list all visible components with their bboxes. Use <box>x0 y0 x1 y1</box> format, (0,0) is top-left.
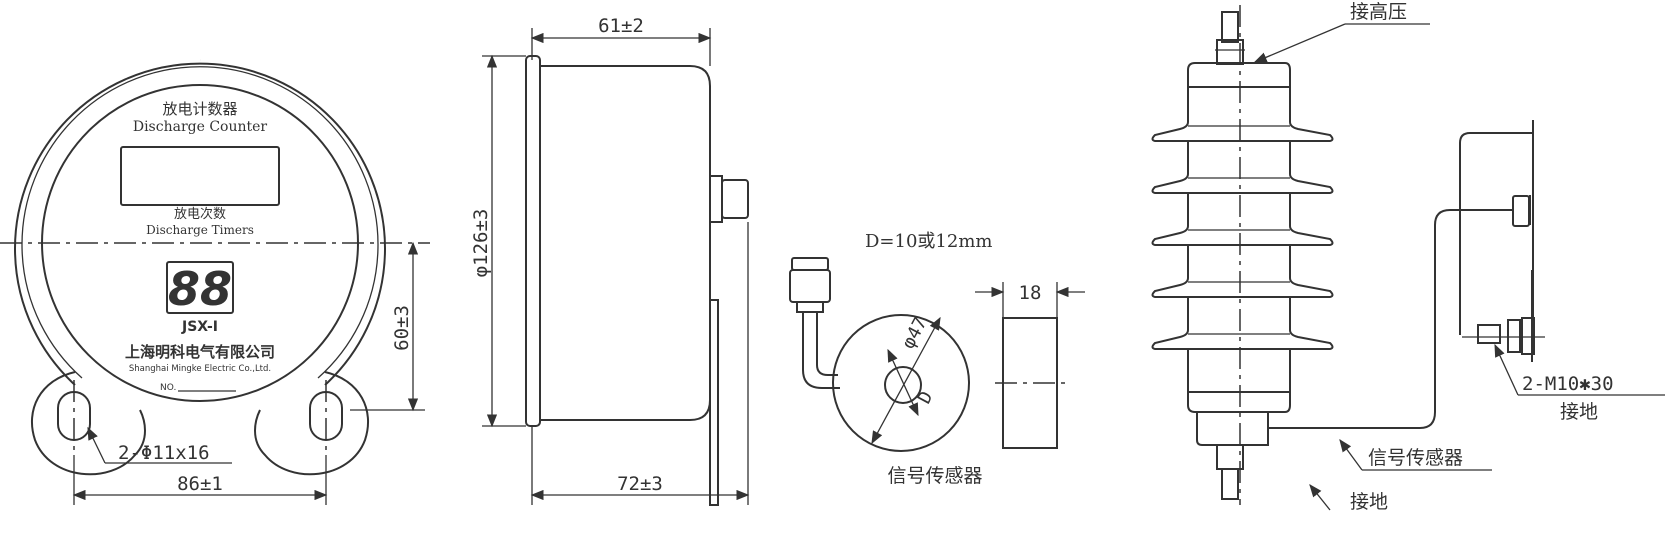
label-sensor: 信号传感器 <box>1368 447 1463 469</box>
sensor-dim-thickness: 18 <box>1019 282 1042 304</box>
sensor-dim-hole: D <box>914 388 938 407</box>
label-high-voltage: 接高压 <box>1350 1 1407 23</box>
sensor-label: 信号传感器 <box>887 465 982 487</box>
model-label: JSX-I <box>181 319 218 335</box>
arrester-sheds <box>1151 87 1334 350</box>
count-en: Discharge Timers <box>146 223 254 237</box>
serial-label: NO. <box>160 383 176 393</box>
label-ground: 接地 <box>1350 491 1388 513</box>
digit-display <box>166 261 234 314</box>
dim-height: 60±3 <box>391 305 413 351</box>
label-bolt-ground: 接地 <box>1560 401 1598 423</box>
front-view: 放电计数器 Discharge Counter 放电次数 Discharge T… <box>0 62 430 505</box>
dim-diameter: φ126±3 <box>470 209 492 278</box>
sensor-view: D=10或12mm φ47 D 信号传感器 18 <box>789 231 1085 487</box>
label-bolt: 2-M10✱30 <box>1522 373 1614 395</box>
side-view: 61±2 72±3 φ126±3 <box>470 15 750 506</box>
count-cn: 放电次数 <box>174 206 226 222</box>
sensor-note: D=10或12mm <box>865 231 992 252</box>
installation-view: 接高压 信号传感器 接地 2-M10✱30 接地 <box>1151 1 1665 513</box>
title-cn: 放电计数器 <box>162 100 237 118</box>
dim-holes: 2-Φ11x16 <box>118 442 210 464</box>
display-digits: 88 <box>168 262 232 316</box>
company-en: Shanghai Mingke Electric Co.,Ltd. <box>129 364 271 374</box>
dim-width: 86±1 <box>177 473 223 495</box>
dim-depth-bottom: 72±3 <box>617 473 663 495</box>
lcd-window <box>120 146 280 206</box>
dim-depth-top: 61±2 <box>598 15 644 37</box>
title-en: Discharge Counter <box>133 119 268 135</box>
company-cn: 上海明科电气有限公司 <box>125 343 275 361</box>
